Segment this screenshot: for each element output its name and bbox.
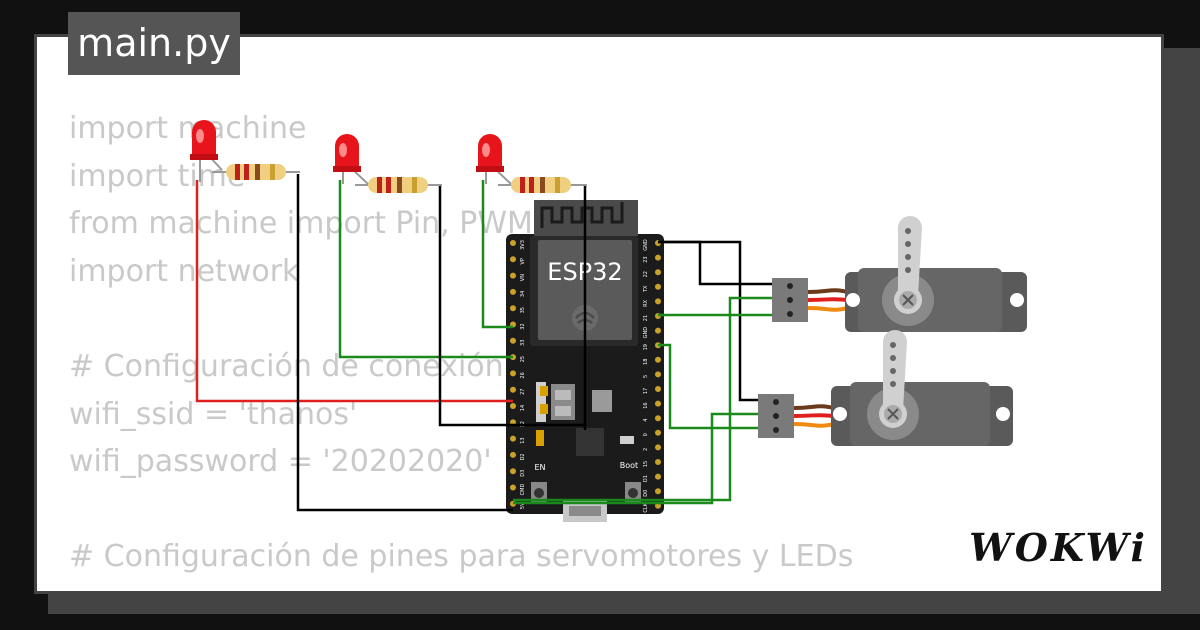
- wires: [195, 174, 776, 512]
- left-pin[interactable]: [510, 435, 516, 442]
- right-pin[interactable]: [655, 356, 661, 363]
- left-pin[interactable]: [510, 288, 516, 295]
- boot-button-label: Boot: [620, 461, 638, 470]
- right-pin-label: 2: [643, 448, 649, 451]
- wire-red-led: [195, 180, 513, 403]
- right-pin[interactable]: [655, 327, 661, 334]
- right-pin[interactable]: [655, 371, 661, 378]
- left-pin-label: VP: [520, 258, 526, 264]
- wire-green-servo2-vcc: [513, 412, 762, 505]
- right-pin[interactable]: [655, 415, 661, 422]
- right-pin[interactable]: [655, 488, 661, 495]
- left-pin-label: VN: [520, 274, 526, 281]
- right-pin-label: 19: [643, 344, 649, 350]
- left-pin[interactable]: [510, 403, 516, 409]
- left-pin[interactable]: [510, 468, 516, 475]
- left-pin-label: 3V3: [520, 240, 526, 250]
- file-tab[interactable]: main.py: [68, 12, 240, 75]
- right-pin[interactable]: [655, 502, 661, 509]
- left-pin[interactable]: [510, 272, 516, 279]
- left-pin[interactable]: [510, 240, 516, 246]
- led-3[interactable]: [476, 134, 512, 185]
- right-pin-label: TX: [643, 285, 649, 293]
- right-pin-label: 22: [643, 271, 649, 277]
- right-pin-label: 0: [643, 433, 649, 436]
- left-pin-label: 25: [520, 356, 526, 362]
- left-pin[interactable]: [510, 337, 516, 344]
- right-pin-label: D0: [643, 490, 649, 497]
- wire-green-servo1-vcc: [513, 296, 776, 502]
- right-pin-label: RX: [643, 299, 649, 306]
- code-line: servo_1 = machine.PWM(machine.Pin(18)): [69, 581, 853, 591]
- left-pin-label: 5V: [520, 502, 526, 509]
- left-pin-label: 32: [520, 323, 526, 329]
- servo-1[interactable]: [772, 216, 1027, 332]
- right-pin[interactable]: [655, 429, 661, 436]
- right-pin-label: GND: [643, 327, 649, 339]
- wokwi-logo: WOKWi: [969, 525, 1148, 570]
- right-pin-label: 4: [643, 419, 649, 422]
- right-pin[interactable]: [655, 386, 661, 392]
- right-pin[interactable]: [655, 400, 661, 407]
- left-pin[interactable]: [510, 256, 516, 263]
- en-button-label: EN: [534, 463, 545, 472]
- right-pin-label: 18: [643, 359, 649, 365]
- right-pin-label: CLK: [643, 502, 649, 512]
- wire-green-servo2-signal: [658, 343, 762, 430]
- code-line: wifi_password = '20202020': [69, 444, 492, 480]
- wire-black-r1: [296, 174, 513, 512]
- right-pin-label: 17: [643, 388, 649, 394]
- left-pin-label: 13: [520, 437, 526, 443]
- left-pin[interactable]: [510, 305, 516, 312]
- right-pin-label: 5: [643, 375, 649, 378]
- servo-2[interactable]: [758, 330, 1013, 446]
- right-pin[interactable]: [655, 283, 661, 290]
- wire-black-r2: [438, 186, 585, 427]
- left-pin-label: D3: [520, 470, 526, 477]
- left-pin[interactable]: [510, 451, 516, 458]
- left-pin-label: CMD: [520, 484, 526, 496]
- right-pin[interactable]: [655, 269, 661, 276]
- right-pin[interactable]: [655, 473, 661, 480]
- left-pin-label: D2: [520, 453, 526, 460]
- right-pin-label: 15: [643, 461, 649, 467]
- wire-black-servo2-gnd: [658, 240, 762, 402]
- left-pin-label: 33: [520, 340, 526, 346]
- led-1[interactable]: [190, 120, 223, 182]
- code-line: import time: [69, 158, 246, 194]
- left-pin-label: 27: [520, 389, 526, 395]
- right-pin-label: D1: [643, 475, 649, 482]
- right-pin-label: 21: [643, 315, 649, 321]
- wire-black-servo1-gnd: [658, 240, 776, 286]
- esp32-board[interactable]: ESP32 EN Boot 3V3VPVN3435323325262714121…: [506, 200, 664, 522]
- left-pin-label: 26: [520, 372, 526, 378]
- right-pin[interactable]: [655, 254, 661, 261]
- wire-green-led2: [338, 180, 513, 359]
- left-pin[interactable]: [510, 386, 516, 393]
- left-pin[interactable]: [510, 370, 516, 377]
- resistor-2[interactable]: [355, 177, 442, 193]
- right-pin[interactable]: [655, 459, 661, 465]
- right-pin-label: GND: [643, 239, 649, 251]
- left-pin-label: 35: [520, 307, 526, 313]
- left-pin-label: 34: [520, 291, 526, 297]
- right-pin-label: 23: [643, 256, 649, 262]
- code-line: # Configuración de conexión: [69, 348, 504, 384]
- left-pin-label: 14: [520, 405, 526, 411]
- right-pin-label: 16: [643, 402, 649, 408]
- right-pin[interactable]: [655, 298, 661, 305]
- code-line: # Configuración de pines para servomotor…: [69, 539, 854, 575]
- led-2[interactable]: [333, 134, 369, 185]
- wire-green-led3: [481, 180, 513, 329]
- resistor-3[interactable]: [498, 177, 587, 193]
- left-pin[interactable]: [510, 484, 516, 491]
- right-pin[interactable]: [655, 444, 661, 451]
- resistor-1[interactable]: [212, 164, 300, 180]
